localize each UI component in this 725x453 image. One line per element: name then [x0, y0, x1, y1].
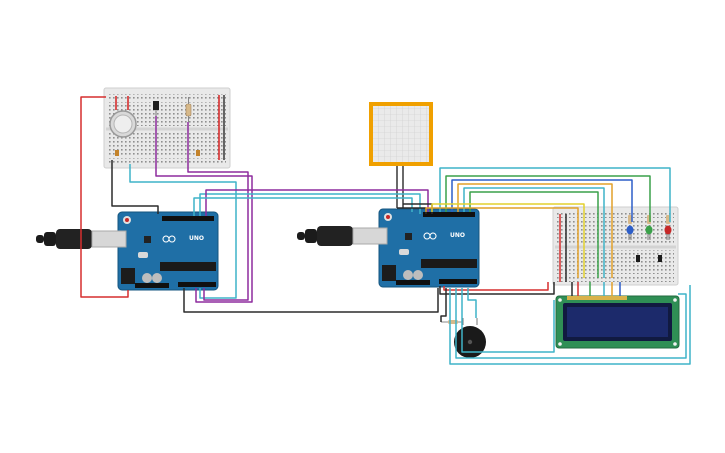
wire-purple-link[interactable]	[205, 189, 429, 216]
arduino-right[interactable]: UNO	[378, 208, 480, 288]
wire-buzzer-1[interactable]	[440, 288, 447, 322]
resistor-left[interactable]	[185, 97, 192, 122]
wire-cyan-left[interactable]	[129, 164, 237, 299]
wire-green-right-1[interactable]	[445, 175, 651, 222]
wire-black-left[interactable]	[111, 160, 159, 214]
led-red-icon[interactable]	[664, 225, 672, 241]
breadboard-right[interactable]	[552, 206, 679, 286]
arduino-left-brand-label: UNO	[189, 235, 204, 242]
arduino-left[interactable]: UNO	[117, 211, 219, 291]
wire-cyan-outer-1[interactable]	[455, 288, 687, 359]
gas-sensor-icon[interactable]	[109, 96, 137, 138]
wire-orange-right-2[interactable]	[425, 207, 579, 278]
wire-cyan-right-1[interactable]	[439, 167, 671, 222]
transistor-icon[interactable]	[153, 101, 159, 116]
wire-buzzer-2[interactable]	[467, 288, 477, 318]
wire-cyan-outer-2[interactable]	[461, 288, 555, 353]
wires	[80, 96, 691, 365]
wire-purple-left-1[interactable]	[155, 116, 253, 303]
usb-cable-icon[interactable]	[36, 229, 127, 249]
wire-orange-right[interactable]	[457, 183, 613, 278]
led-green-icon[interactable]	[645, 225, 653, 241]
lcd-display-icon[interactable]	[555, 295, 680, 349]
wire-red-pwr[interactable]	[443, 282, 549, 291]
usb-cable-right-icon[interactable]	[297, 226, 388, 246]
wire-red-left[interactable]	[80, 96, 129, 298]
wire-green-right-2[interactable]	[469, 191, 599, 278]
wire-cyan-outer-3[interactable]	[449, 285, 691, 365]
arduino-right-brand-label: UNO	[450, 232, 465, 239]
led-blue-icon[interactable]	[626, 225, 634, 241]
wire-blue-right[interactable]	[451, 179, 633, 222]
wire-black-gnd[interactable]	[439, 282, 555, 295]
breadboard-left[interactable]	[103, 87, 231, 169]
wire-purple-left-2[interactable]	[187, 122, 249, 301]
resistor-buzzer[interactable]	[441, 320, 463, 324]
small-parts-bottom	[115, 150, 200, 156]
wire-black-link[interactable]	[183, 288, 439, 313]
wire-cyan-link-2[interactable]	[193, 197, 413, 216]
wire-cyan-right-2[interactable]	[463, 187, 605, 278]
touch-pad-icon[interactable]	[369, 102, 433, 208]
